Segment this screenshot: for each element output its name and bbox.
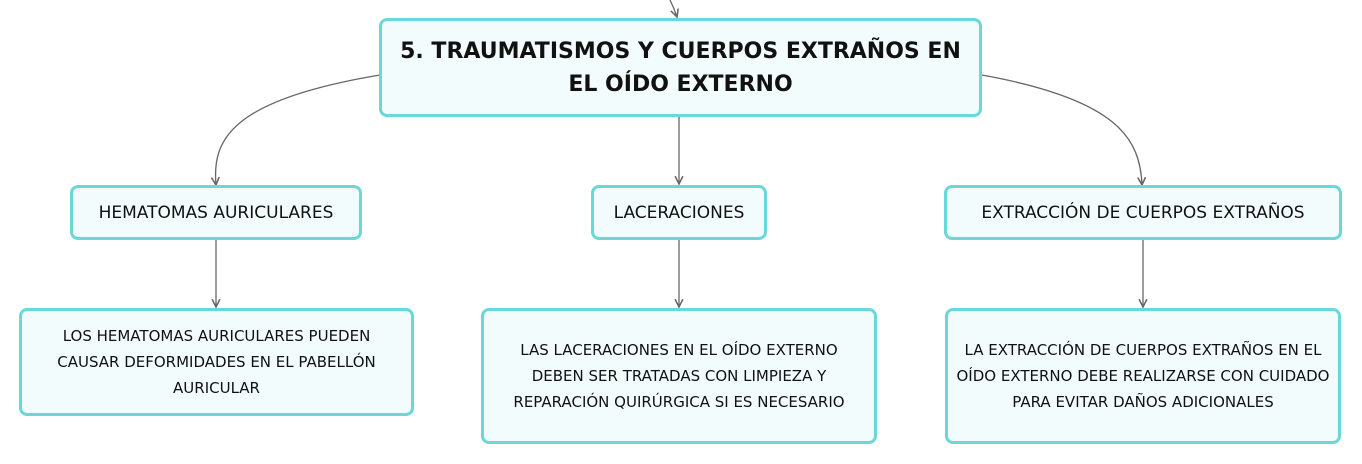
detail-laceraciones[interactable]: LAS LACERACIONES EN EL OÍDO EXTERNO DEBE…: [481, 308, 877, 444]
detail-label: LA EXTRACCIÓN DE CUERPOS EXTRAÑOS EN EL …: [956, 341, 1330, 411]
connector-parent: [669, 0, 677, 17]
subtopic-label: LACERACIONES: [613, 202, 745, 223]
main-topic-node[interactable]: 5. TRAUMATISMOS Y CUERPOS EXTRAÑOS EN EL…: [379, 18, 982, 117]
detail-hematomas[interactable]: LOS HEMATOMAS AURICULARES PUEDEN CAUSAR …: [19, 308, 414, 416]
connector-main-extraccion: [981, 74, 1142, 185]
main-topic-label: 5. TRAUMATISMOS Y CUERPOS EXTRAÑOS EN EL…: [400, 38, 961, 97]
subtopic-label: HEMATOMAS AURICULARES: [98, 202, 334, 223]
detail-label: LOS HEMATOMAS AURICULARES PUEDEN CAUSAR …: [57, 327, 376, 397]
subtopic-laceraciones[interactable]: LACERACIONES: [591, 185, 767, 240]
connector-main-hematomas: [216, 74, 381, 185]
subtopic-label: EXTRACCIÓN DE CUERPOS EXTRAÑOS: [981, 202, 1305, 223]
detail-label: LAS LACERACIONES EN EL OÍDO EXTERNO DEBE…: [513, 341, 845, 411]
subtopic-hematomas[interactable]: HEMATOMAS AURICULARES: [70, 185, 362, 240]
detail-extraccion[interactable]: LA EXTRACCIÓN DE CUERPOS EXTRAÑOS EN EL …: [945, 308, 1341, 444]
subtopic-extraccion[interactable]: EXTRACCIÓN DE CUERPOS EXTRAÑOS: [944, 185, 1342, 240]
